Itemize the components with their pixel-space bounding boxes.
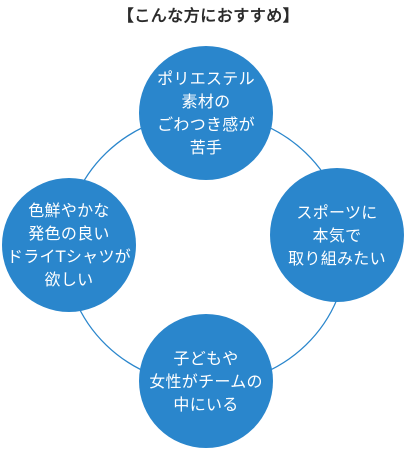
- circle-bottom: 子どもや 女性がチームの 中にいる: [139, 314, 273, 448]
- circle-top-line: ポリエステル: [157, 69, 255, 88]
- diagram-title: 【こんな方におすすめ】: [117, 6, 300, 25]
- circle-bottom-line: 女性がチームの: [149, 371, 263, 391]
- circle-right-line: 取り組みたい: [288, 248, 386, 268]
- circle-right: スポーツに 本気で 取り組みたい: [270, 168, 404, 302]
- circle-left-line: 欲しい: [44, 270, 94, 289]
- circle-bottom-line: 子どもや: [173, 348, 239, 368]
- circle-top: ポリエステル 素材の ごわつき感が 苦手: [139, 46, 273, 180]
- circle-left-line: 色鮮やかな: [28, 201, 110, 220]
- circle-left-line: ドライTシャツが: [6, 247, 132, 266]
- circle-top-line: 素材の: [181, 92, 231, 111]
- circle-left-line: 発色の良い: [28, 224, 110, 243]
- circle-top-line: 苦手: [189, 138, 223, 157]
- circle-left: 色鮮やかな 発色の良い ドライTシャツが 欲しい: [2, 178, 136, 312]
- circle-right-line: 本気で: [312, 225, 362, 245]
- circle-top-line: ごわつき感が: [157, 115, 255, 134]
- circle-bottom-line: 中にいる: [173, 394, 239, 414]
- circle-right-line: スポーツに: [296, 202, 378, 222]
